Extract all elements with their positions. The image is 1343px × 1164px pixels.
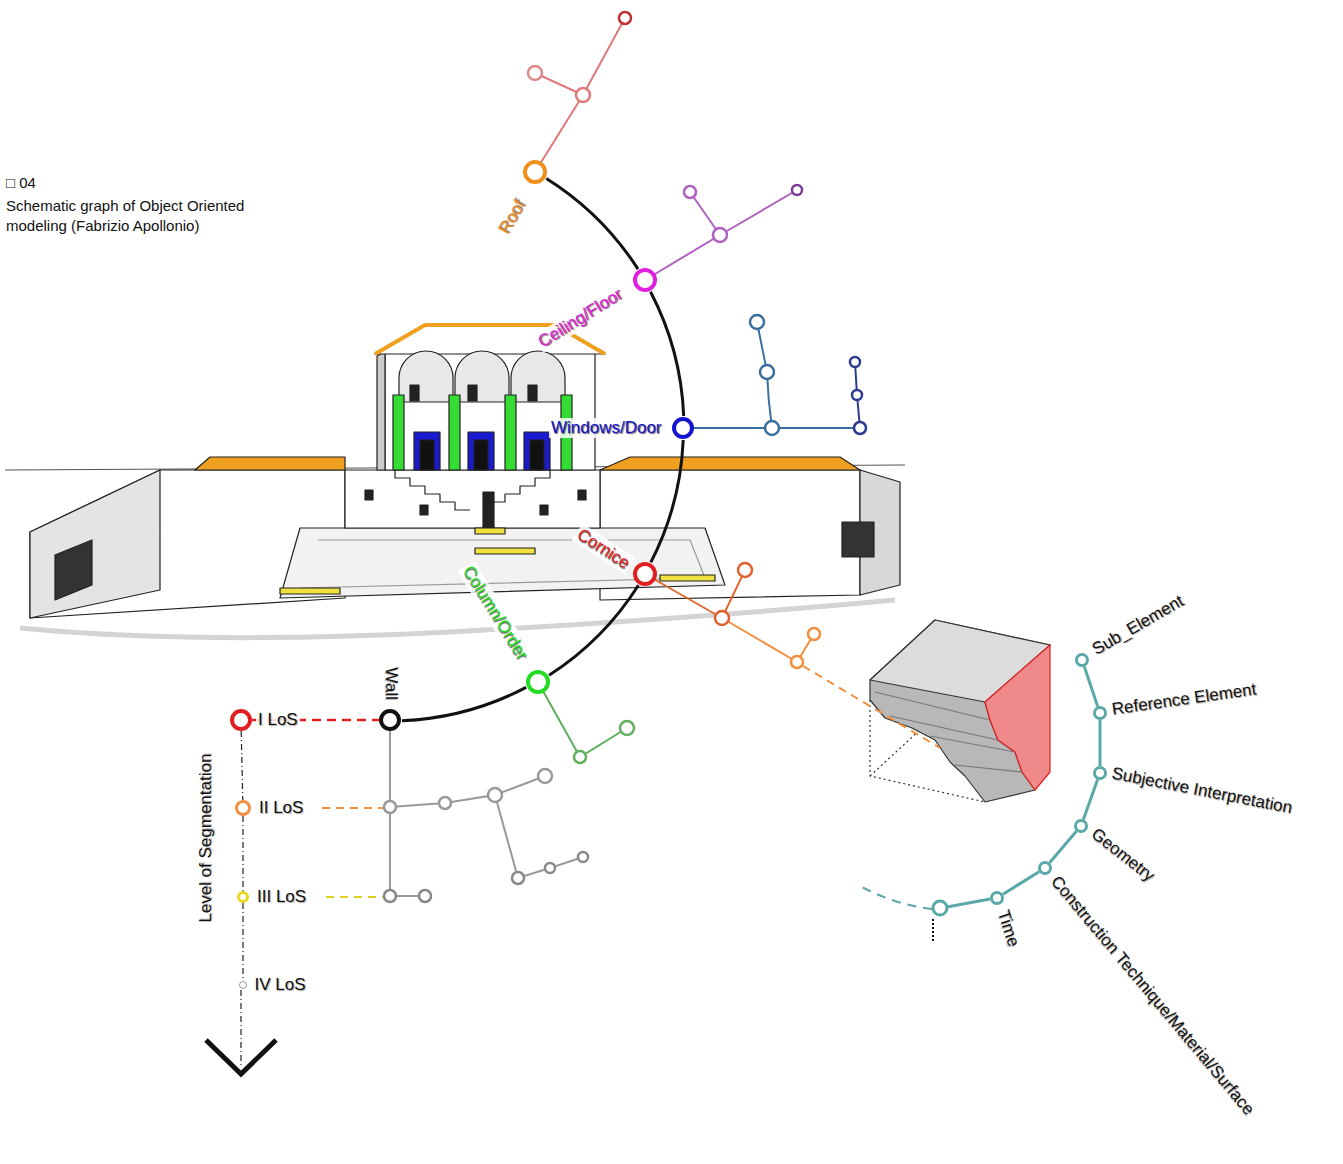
connector-line — [1050, 831, 1077, 862]
node-circle: Reference Element — [1093, 706, 1107, 720]
building-drawing — [5, 325, 905, 638]
connector-line — [242, 903, 243, 981]
node-label: Wall — [382, 665, 402, 701]
node-label: Windows/Door — [549, 418, 664, 438]
node-circle: III LoS — [237, 891, 249, 903]
node-label: I LoS — [256, 710, 300, 730]
connector-line — [1099, 720, 1102, 766]
cornice-drawing — [870, 620, 1050, 802]
connector-line — [546, 178, 638, 269]
node-circle: Wall — [379, 709, 401, 731]
node-label: Construction Technique/Material/Surface — [1046, 870, 1260, 1120]
connector-line — [402, 687, 526, 720]
node-circle: Construction Technique/Material/Surface — [1038, 861, 1052, 875]
node-label: III LoS — [255, 887, 308, 907]
connector-line — [651, 292, 684, 416]
node-circle: Subjective Interpretation — [1093, 766, 1107, 780]
connector-line — [241, 731, 243, 800]
node-label: Geometry — [1086, 823, 1160, 887]
connector-line — [549, 585, 638, 675]
axis-label: Level of Segmentation — [196, 752, 216, 925]
figure-number: □ 04 — [4, 174, 38, 191]
node-circle: Windows/Door — [672, 417, 694, 439]
node-circle: IV LoS — [239, 981, 247, 989]
node-circle: II LoS — [235, 800, 251, 816]
node-label: Roof — [493, 195, 530, 239]
node-label: II LoS — [257, 798, 305, 818]
connector-line — [242, 816, 243, 891]
node-circle: Time — [990, 891, 1004, 905]
node-circle: Roof — [523, 160, 547, 184]
node-label: Sub_Element — [1087, 590, 1189, 660]
connector-line — [1084, 667, 1097, 707]
branch-trees — [206, 12, 990, 1074]
node-circle: Column/Order — [526, 670, 550, 694]
node-label: IV LoS — [253, 975, 308, 995]
node-circle: Geometry — [1074, 819, 1088, 833]
connector-line — [651, 440, 683, 562]
node-circle: Cornice — [633, 562, 657, 586]
node-circle: Sub_Element — [1075, 653, 1089, 667]
node-label: Reference Element — [1109, 679, 1260, 719]
connector-line — [1083, 780, 1097, 820]
node-label: Time — [993, 906, 1024, 951]
node-circle: Ceiling/Floor — [633, 268, 657, 292]
connector-line — [1003, 872, 1039, 895]
node-circle: I LoS — [230, 709, 252, 731]
figure-caption: Schematic graph of Object Oriented model… — [4, 196, 308, 235]
node-label: Subjective Interpretation — [1108, 763, 1296, 818]
